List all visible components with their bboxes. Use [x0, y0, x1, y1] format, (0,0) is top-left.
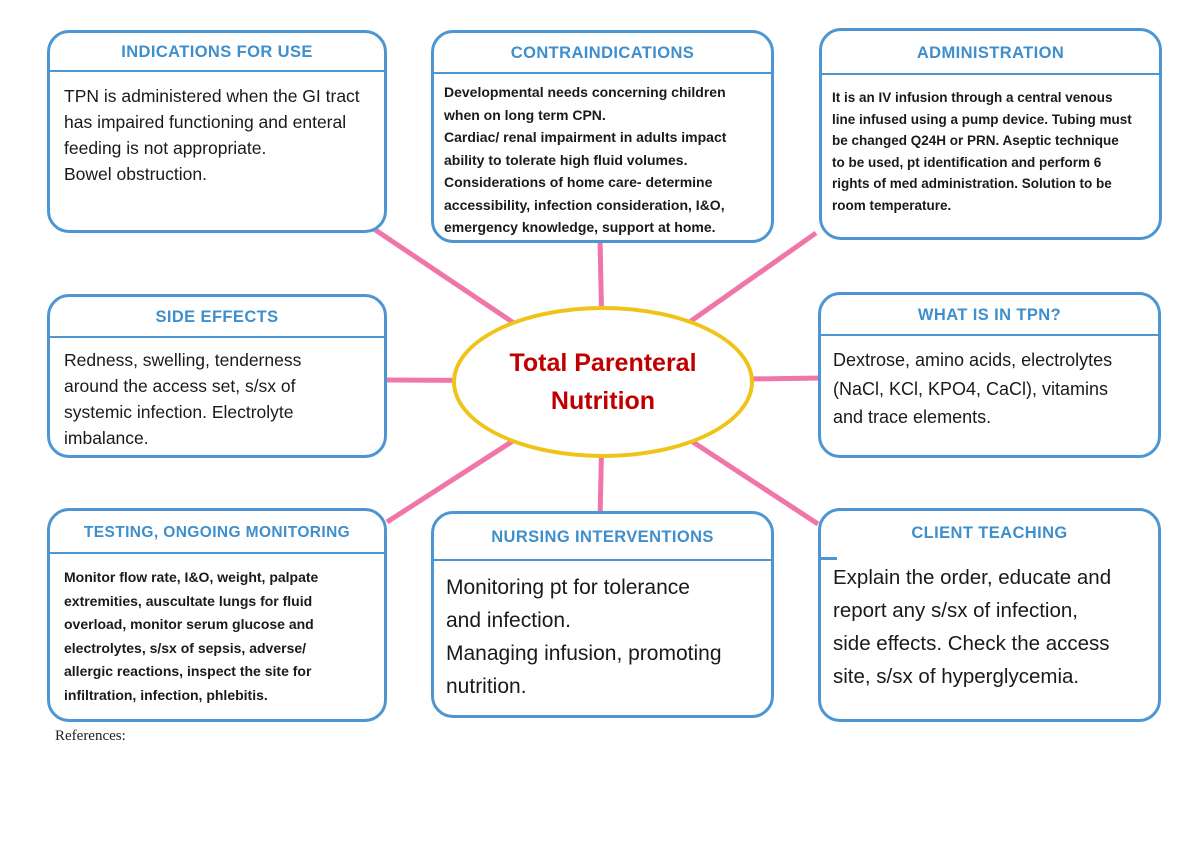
node-testing-ongoing-monitoring: TESTING, ONGOING MONITORING Monitor flow…	[47, 508, 387, 722]
node-what-is-in-tpn: WHAT IS IN TPN? Dextrose, amino acids, e…	[818, 292, 1161, 458]
node-title: NURSING INTERVENTIONS	[434, 514, 771, 561]
node-body: Developmental needs concerning children …	[444, 84, 727, 235]
node-client-teaching: CLIENT TEACHING Explain the order, educa…	[818, 508, 1161, 722]
node-title: TESTING, ONGOING MONITORING	[50, 511, 384, 554]
central-topic-label: Total Parenteral Nutrition	[509, 349, 697, 415]
node-indications-for-use: INDICATIONS FOR USE TPN is administered …	[47, 30, 387, 233]
node-body: Monitoring pt for tolerance and infectio…	[446, 576, 722, 698]
references-label: References:	[55, 728, 126, 744]
node-title: WHAT IS IN TPN?	[821, 295, 1158, 336]
node-nursing-interventions: NURSING INTERVENTIONS Monitoring pt for …	[431, 511, 774, 718]
node-title: INDICATIONS FOR USE	[50, 33, 384, 72]
node-body: It is an IV infusion through a central v…	[832, 90, 1132, 213]
node-title: ADMINISTRATION	[822, 31, 1159, 75]
node-title: CLIENT TEACHING	[911, 524, 1068, 542]
node-title: SIDE EFFECTS	[50, 297, 384, 338]
node-contraindications: CONTRAINDICATIONS Developmental needs co…	[431, 30, 774, 243]
partial-separator	[821, 557, 837, 560]
central-topic-ellipse: Total Parenteral Nutrition	[452, 306, 754, 458]
node-body: Dextrose, amino acids, electrolytes (NaC…	[833, 350, 1113, 427]
node-body: Explain the order, educate and report an…	[833, 566, 1112, 688]
node-title: CONTRAINDICATIONS	[434, 33, 771, 74]
node-side-effects: SIDE EFFECTS Redness, swelling, tenderne…	[47, 294, 387, 458]
node-body: TPN is administered when the GI tract ha…	[64, 86, 360, 184]
node-body: Monitor flow rate, I&O, weight, palpate …	[64, 569, 319, 703]
node-administration: ADMINISTRATION It is an IV infusion thro…	[819, 28, 1162, 240]
node-body: Redness, swelling, tenderness around the…	[64, 350, 302, 448]
